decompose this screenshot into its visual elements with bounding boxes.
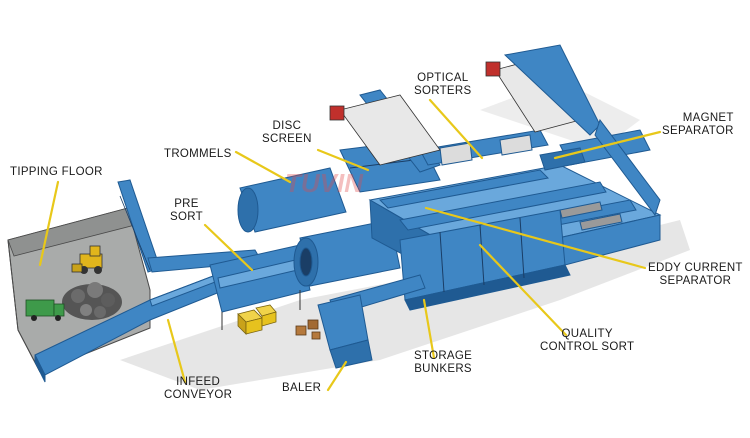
waste-pile — [62, 282, 122, 320]
yellow-bales — [237, 304, 277, 335]
leader-magnet-separator — [553, 130, 662, 160]
label-quality-control-sort: QUALITY CONTROL SORT — [540, 328, 635, 353]
label-infeed-conveyor: INFEED CONVEYOR — [164, 376, 233, 401]
leader-baler — [326, 360, 348, 392]
leader-infeed-conveyor — [166, 318, 187, 384]
brown-bales — [295, 319, 321, 340]
leader-trommels — [234, 150, 292, 184]
label-magnet-separator: MAGNET SEPARATOR — [662, 112, 734, 137]
storage-bunkers — [399, 209, 571, 311]
wheel-loader — [71, 245, 103, 274]
label-optical-sorters: OPTICAL SORTERS — [414, 72, 472, 97]
label-eddy-current-separator: EDDY CURRENT SEPARATOR — [648, 262, 743, 287]
label-storage-bunkers: STORAGE BUNKERS — [414, 350, 473, 375]
leader-quality-control — [478, 243, 568, 337]
label-pre-sort: PRE SORT — [170, 198, 203, 223]
green-truck — [25, 299, 65, 321]
label-tipping-floor: TIPPING FLOOR — [10, 166, 103, 178]
label-baler: BALER — [282, 382, 322, 394]
leader-tipping-floor — [38, 180, 60, 267]
label-disc-screen: DISC SCREEN — [262, 120, 312, 145]
leader-optical-sorters — [428, 98, 484, 160]
leader-disc-screen — [316, 148, 370, 172]
leader-storage-bunkers — [422, 298, 436, 360]
label-trommels: TROMMELS — [164, 148, 232, 160]
leader-lines — [38, 98, 662, 392]
baler — [317, 274, 426, 369]
leader-eddy-current — [424, 206, 647, 270]
leader-pre-sort — [203, 223, 254, 272]
truck-left — [329, 94, 441, 166]
watermark-text: TUVIN — [285, 168, 364, 198]
